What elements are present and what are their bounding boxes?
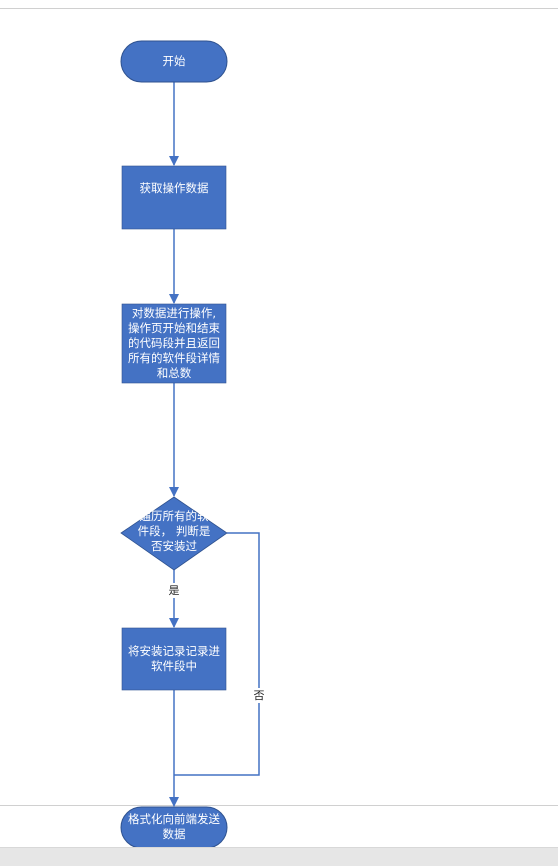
edge-label-no: 否 <box>251 688 267 703</box>
record-label: 将安装记录记录进 软件段中 <box>128 644 220 673</box>
edge-decision-no-loop <box>174 532 260 776</box>
format-label: 格式化向前端发送 数据 <box>128 811 220 841</box>
get-data-label: 获取操作数据 <box>139 181 209 195</box>
start-terminator <box>120 40 228 83</box>
start-label: 开始 <box>162 54 186 68</box>
process-label: 对数据进行操作, 操作页开始和结束 的代码段并且返回 所有的软件段详情 和总数 <box>128 306 220 380</box>
bottom-status-bar <box>0 847 558 866</box>
get-data-process-box <box>121 165 227 230</box>
record-process-box <box>121 627 227 691</box>
traverse-decision-diamond <box>120 496 228 571</box>
decision-label: 遍历所有的软 件段， 判断是 否安装过 <box>137 508 211 553</box>
page-top-border <box>0 8 558 9</box>
operate-process-box <box>121 303 227 384</box>
page-break-line <box>0 805 558 806</box>
edge-label-yes: 是 <box>166 583 182 598</box>
